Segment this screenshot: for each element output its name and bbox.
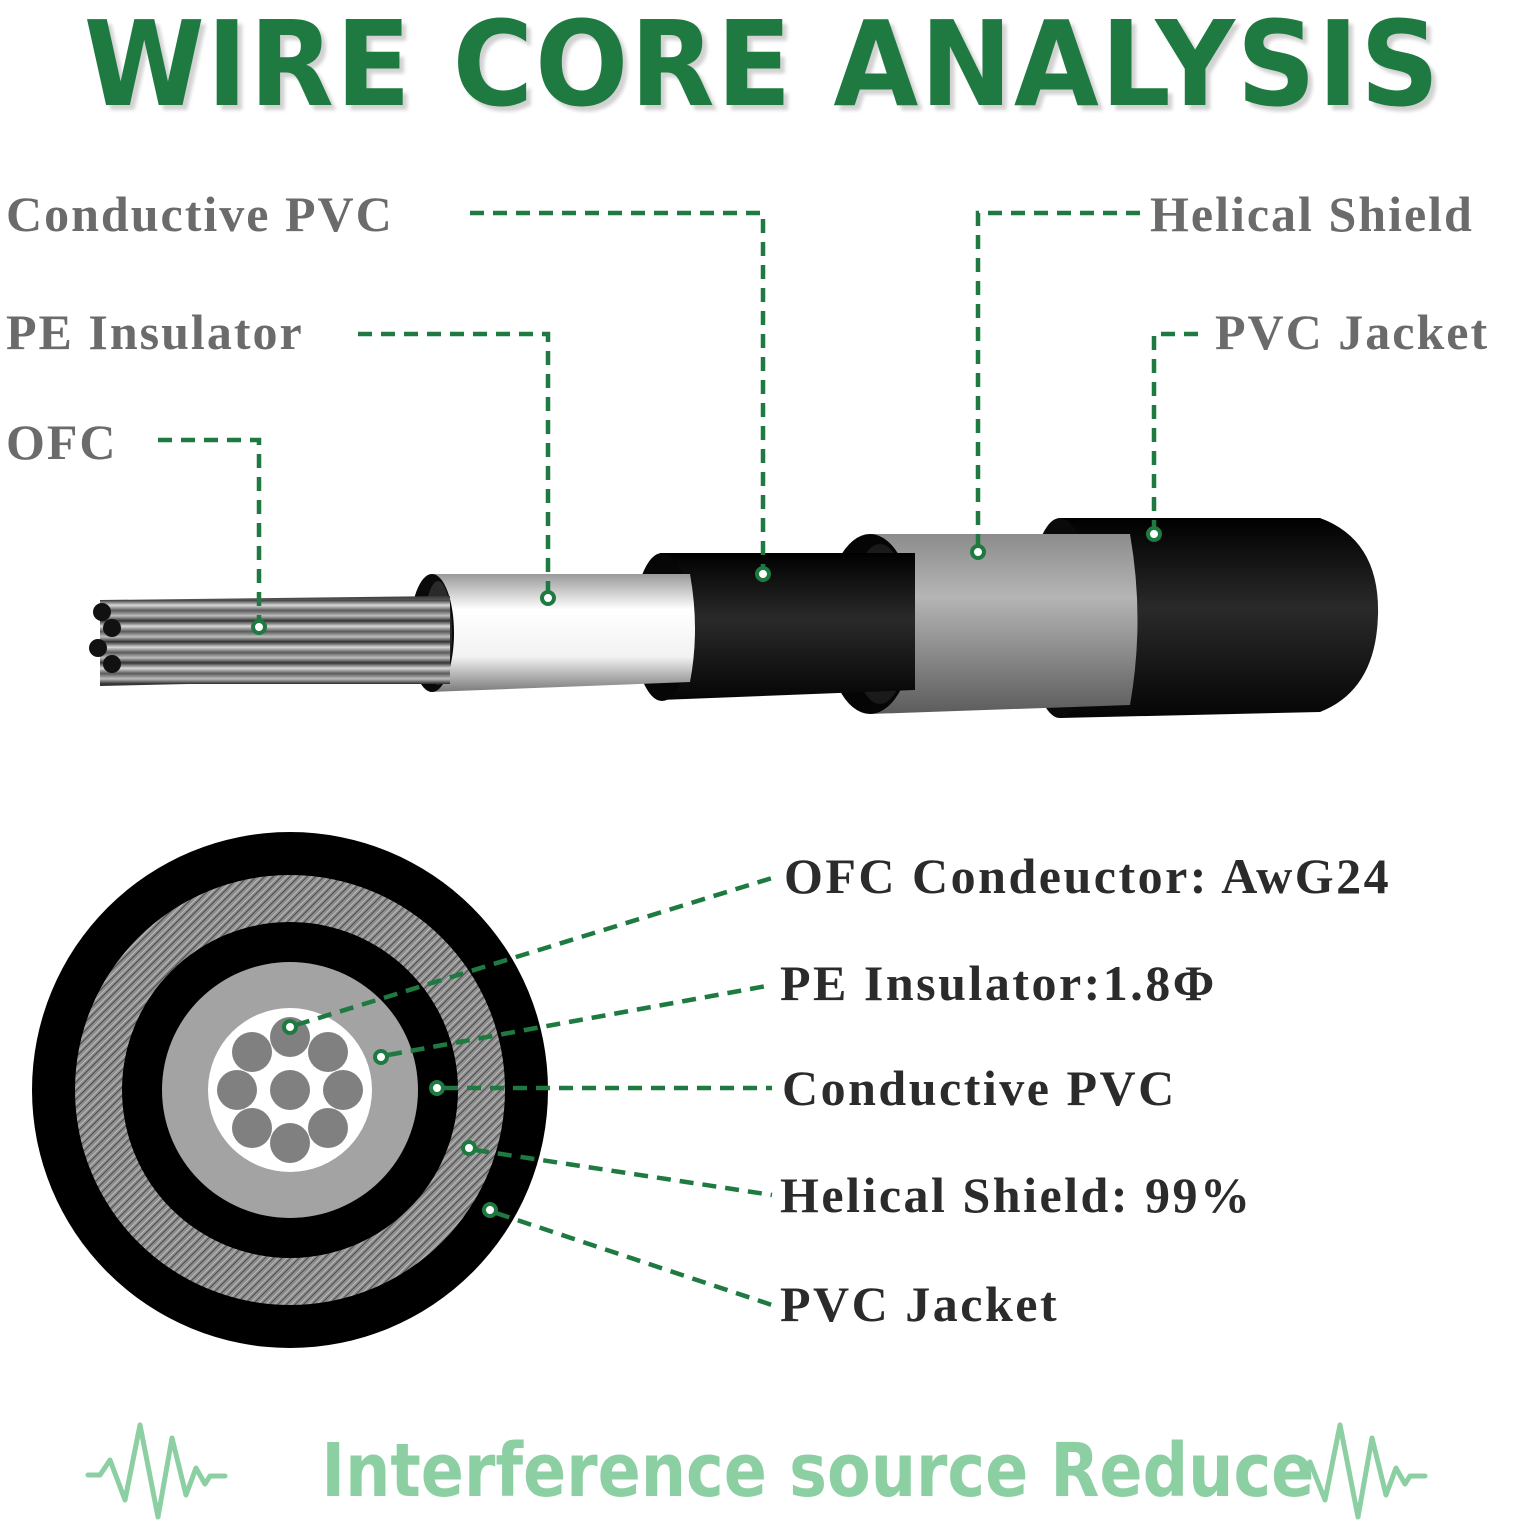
leader-helical-shield: [975, 210, 1140, 546]
side-leader-dots: [251, 526, 1162, 635]
dot-helical-shield: [970, 544, 986, 560]
xsec-leader-lines: [295, 875, 773, 1308]
dot-ofc: [251, 619, 267, 635]
side-leader-lines: [158, 210, 1198, 620]
label-helical-shield: Helical Shield: [1150, 186, 1474, 242]
xsec-ofc-strands: [217, 1017, 363, 1163]
xsec-leader-ofc: [295, 875, 773, 1028]
spec-pvc-jacket: PVC Jacket: [780, 1276, 1060, 1332]
footer-tagline: Interference source Reduce: [321, 1428, 1315, 1514]
xsec-leader-pe-insulator: [387, 982, 773, 1058]
leader-pe-insulator: [358, 331, 551, 592]
xsec-leader-pvc-jacket: [495, 1210, 773, 1308]
dot-pe-insulator: [540, 590, 556, 606]
label-conductive-pvc: Conductive PVC: [6, 186, 394, 242]
xsec-leader-helical-shield: [474, 1147, 773, 1198]
dot-pvc-jacket: [1146, 526, 1162, 542]
cable-ofc-strands: [89, 596, 450, 686]
label-pe-insulator: PE Insulator: [6, 304, 304, 360]
cable-side-view: [89, 518, 1379, 718]
leader-ofc: [158, 437, 262, 620]
label-pvc-jacket: PVC Jacket: [1215, 304, 1490, 360]
page-title: WIRE CORE ANALYSIS: [83, 0, 1442, 133]
waveform-icon: [1285, 1422, 1428, 1520]
spec-conductive-pvc: Conductive PVC: [782, 1060, 1177, 1116]
spec-pe-insulator: PE Insulator:1.8Φ: [780, 955, 1217, 1011]
cable-cross-section: [32, 832, 548, 1348]
waveform-icon: [85, 1422, 228, 1520]
spec-helical-shield: Helical Shield: 99%: [780, 1167, 1253, 1223]
dot-conductive-pvc: [755, 566, 771, 582]
label-ofc: OFC: [6, 414, 118, 470]
spec-ofc-conductor: OFC Condeuctor: AwG24: [784, 848, 1392, 904]
leader-pvc-jacket: [1151, 331, 1198, 528]
leader-conductive-pvc: [470, 210, 766, 568]
xsec-leader-dots: [282, 1019, 498, 1218]
